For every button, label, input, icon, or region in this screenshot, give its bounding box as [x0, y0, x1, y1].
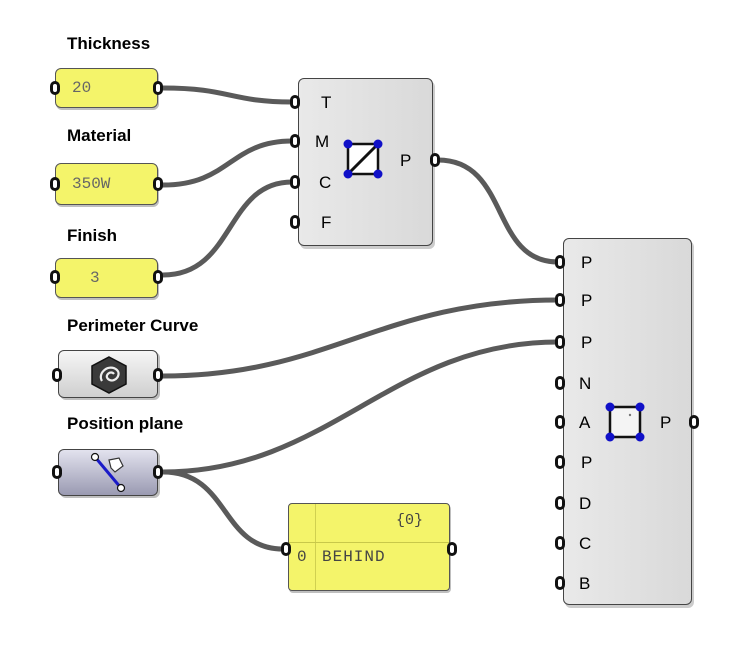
finish-value: 3 [90, 269, 100, 287]
wire-comp1-p-to-comp2-p1 [435, 157, 561, 265]
comp2-input-p3: P [581, 333, 593, 352]
comp2-port-p3[interactable] [555, 335, 565, 349]
position-plane-label: Position plane [67, 414, 184, 433]
comp2-port-a[interactable] [555, 415, 565, 429]
output-panel-output-port[interactable] [447, 542, 457, 556]
finish-output-port[interactable] [153, 270, 163, 284]
comp2-input-a: A [579, 413, 591, 432]
curve-param[interactable] [58, 350, 158, 398]
comp1-input-f: F [321, 213, 332, 232]
comp1-port-output[interactable] [430, 153, 440, 167]
finish-input-port[interactable] [50, 270, 60, 284]
material-value: 350W [72, 175, 111, 193]
plane-param[interactable] [58, 449, 158, 496]
comp1-input-m: M [315, 132, 330, 151]
wire-plane-to-comp2-p3 [160, 339, 561, 475]
wire-finish-c [160, 179, 295, 278]
comp1-input-c: C [319, 173, 332, 192]
comp1-port-c[interactable] [290, 175, 300, 189]
perimeter-curve-label: Perimeter Curve [67, 316, 199, 335]
component-2[interactable]: P P P N A P D C B P [563, 238, 692, 605]
material-output-port[interactable] [153, 177, 163, 191]
material-label: Material [67, 126, 132, 145]
square-points-icon [605, 402, 645, 442]
comp2-output-p: P [660, 413, 672, 432]
component-1[interactable]: T M C F P [298, 78, 433, 246]
wire-curve-to-comp2-p2 [160, 297, 561, 379]
panel-value: BEHIND [322, 548, 386, 566]
curve-input-port[interactable] [52, 368, 62, 382]
material-input-port[interactable] [50, 177, 60, 191]
comp1-port-f[interactable] [290, 215, 300, 229]
plane-input-port[interactable] [52, 465, 62, 479]
comp2-input-p2: P [581, 291, 593, 310]
comp2-port-b[interactable] [555, 576, 565, 590]
comp2-port-p4[interactable] [555, 455, 565, 469]
material-panel[interactable]: 350W [55, 163, 158, 205]
curve-output-port[interactable] [153, 368, 163, 382]
thickness-label: Thickness [67, 34, 151, 53]
comp2-port-d[interactable] [555, 496, 565, 510]
comp1-output-p: P [400, 151, 412, 170]
comp2-input-n: N [579, 374, 592, 393]
wire-thickness-t [160, 85, 295, 105]
thickness-input-port[interactable] [50, 81, 60, 95]
finish-panel[interactable]: 3 [55, 258, 158, 298]
wire-material-m [160, 138, 295, 188]
comp2-port-n[interactable] [555, 376, 565, 390]
output-panel[interactable]: {0} 0 BEHIND [288, 503, 450, 591]
comp2-port-p1[interactable] [555, 255, 565, 269]
panel-index-divider [315, 504, 316, 590]
finish-label: Finish [67, 226, 118, 245]
thickness-output-port[interactable] [153, 81, 163, 95]
comp2-port-c[interactable] [555, 536, 565, 550]
panel-index: 0 [297, 548, 307, 566]
comp2-input-d: D [579, 494, 592, 513]
diagonal-square-icon [343, 139, 383, 179]
comp2-input-p4: P [581, 453, 593, 472]
thickness-value: 20 [72, 79, 92, 97]
comp1-port-m[interactable] [290, 134, 300, 148]
comp2-input-c: C [579, 534, 592, 553]
comp2-port-p2[interactable] [555, 293, 565, 307]
plane-icon [90, 452, 126, 493]
thickness-panel[interactable]: 20 [55, 68, 158, 108]
comp2-input-b: B [579, 574, 591, 593]
output-panel-input-port[interactable] [281, 542, 291, 556]
plane-output-port[interactable] [153, 465, 163, 479]
comp1-input-t: T [321, 93, 332, 112]
wire-plane-to-panel [160, 469, 286, 552]
comp2-input-p1: P [581, 253, 593, 272]
panel-header-divider [289, 542, 449, 543]
panel-path: {0} [395, 512, 423, 529]
comp1-port-t[interactable] [290, 95, 300, 109]
curve-icon [91, 356, 127, 394]
comp2-port-output[interactable] [689, 415, 699, 429]
